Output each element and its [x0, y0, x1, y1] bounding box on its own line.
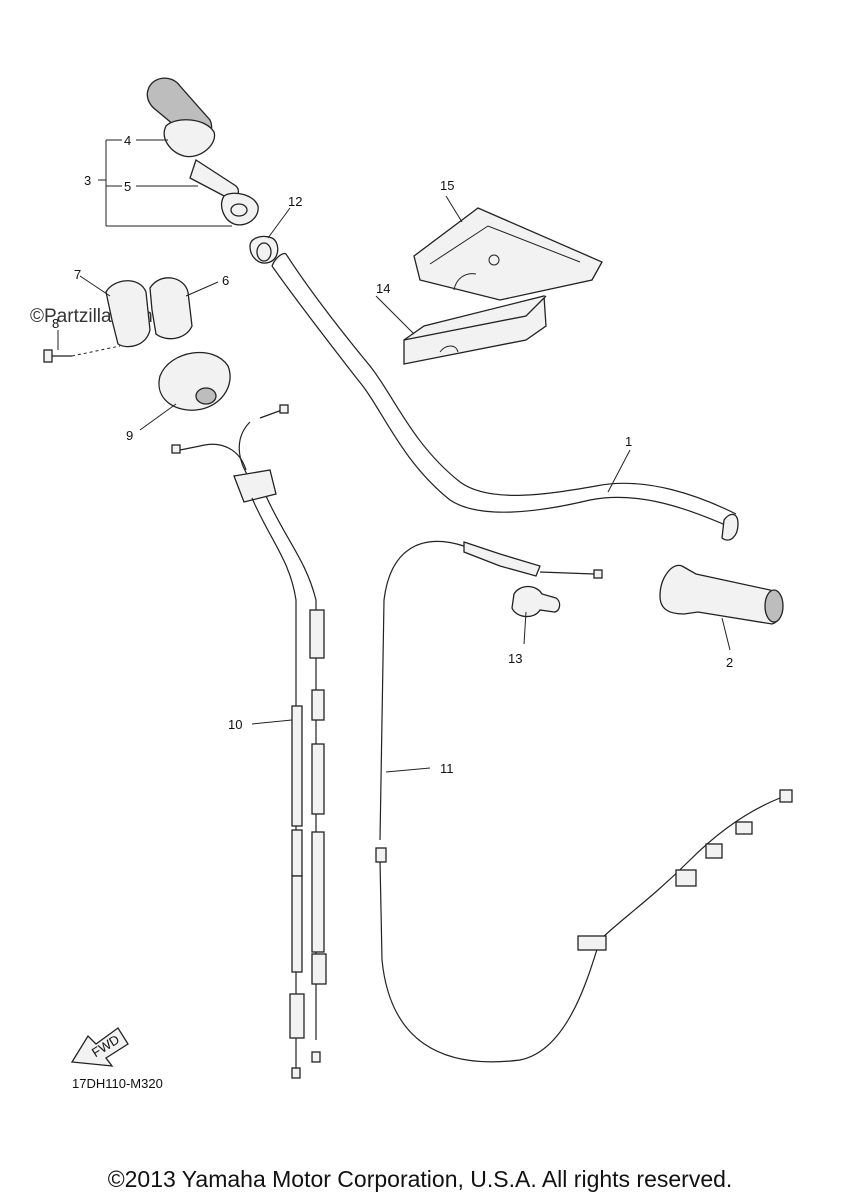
- screw-part-8[interactable]: [43, 330, 121, 363]
- fwd-arrow-icon: FWD: [70, 1027, 129, 1067]
- callout-group-3: [98, 139, 232, 227]
- copyright-footer: ©2013 Yamaha Motor Corporation, U.S.A. A…: [108, 1166, 733, 1192]
- right-grip-part-2[interactable]: [659, 564, 784, 651]
- callout-10: 10: [228, 717, 242, 732]
- callout-7: 7: [74, 267, 81, 282]
- callout-11: 11: [440, 761, 454, 776]
- diagram-code: 17DH110-M320: [72, 1076, 163, 1091]
- callout-8: 8: [52, 316, 59, 331]
- housing-part-7[interactable]: [79, 275, 151, 348]
- callout-13: 13: [508, 651, 522, 666]
- throttle-cables-part-10[interactable]: [171, 404, 327, 1079]
- handlebar-pad-part-14[interactable]: [375, 295, 547, 365]
- throttle-grip[interactable]: [146, 77, 259, 226]
- adjuster-part-13[interactable]: [511, 585, 561, 645]
- throttle-housing-part-9[interactable]: [139, 351, 231, 431]
- callout-4: 4: [124, 133, 131, 148]
- callout-1: 1: [625, 434, 632, 449]
- pad-cover-part-15[interactable]: [413, 195, 603, 301]
- callout-9: 9: [126, 428, 133, 443]
- callout-12: 12: [288, 194, 302, 209]
- callout-2: 2: [726, 655, 733, 670]
- callout-5: 5: [124, 179, 131, 194]
- housing-part-6[interactable]: [149, 277, 219, 340]
- collar-part-12[interactable]: [249, 207, 291, 264]
- callout-15: 15: [440, 178, 454, 193]
- handlebar-part-1[interactable]: [271, 252, 739, 541]
- clutch-cable-part-11[interactable]: [375, 540, 793, 1063]
- callout-14: 14: [376, 281, 390, 296]
- callout-6: 6: [222, 273, 229, 288]
- callout-3: 3: [84, 173, 91, 188]
